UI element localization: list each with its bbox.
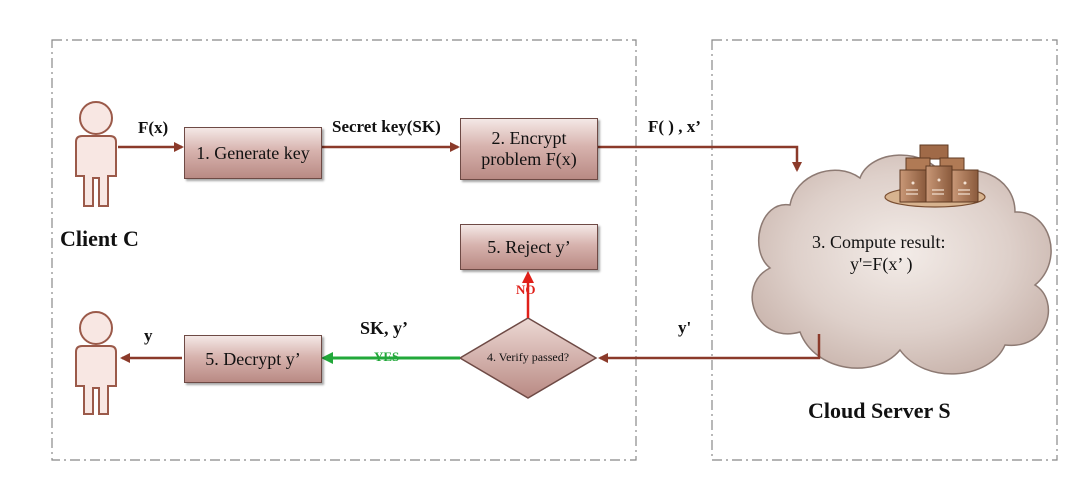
edge-label-sk-y: SK, y’ — [360, 318, 409, 338]
server-title: Cloud Server S — [808, 398, 951, 423]
decrypt-box: 5. Decrypt y’ — [184, 335, 322, 383]
reject-box: 5. Reject y’ — [460, 224, 598, 270]
cloud-shape — [751, 154, 1052, 375]
arrow-cloud-to-verify — [598, 334, 821, 363]
edge-label-y: y — [144, 326, 153, 345]
generate-key-box: 1. Generate key — [184, 127, 322, 179]
encrypt-problem-box: 2. Encrypt problem F(x) — [460, 118, 598, 180]
user-icon-top — [75, 101, 117, 207]
server-icon — [884, 144, 986, 208]
edge-label-f-x: F( ) , x’ — [648, 117, 701, 136]
compute-result-line2: y'=F(x’ ) — [850, 254, 913, 274]
compute-result-line1: 3. Compute result: — [812, 232, 946, 252]
edge-label-secret-key: Secret key(SK) — [332, 117, 441, 136]
edge-label-fx: F(x) — [138, 118, 169, 137]
arrow-encrypt-to-cloud — [598, 145, 802, 172]
edge-label-y-prime: y' — [678, 318, 692, 337]
edge-label-yes: YES — [374, 349, 400, 364]
edge-label-no: NO — [516, 282, 536, 297]
client-region — [51, 39, 637, 461]
verify-label: 4. Verify passed? — [486, 350, 570, 364]
client-title: Client C — [60, 226, 139, 251]
verify-diamond — [458, 317, 598, 399]
user-icon-bottom — [75, 311, 117, 415]
server-region — [711, 39, 1058, 461]
